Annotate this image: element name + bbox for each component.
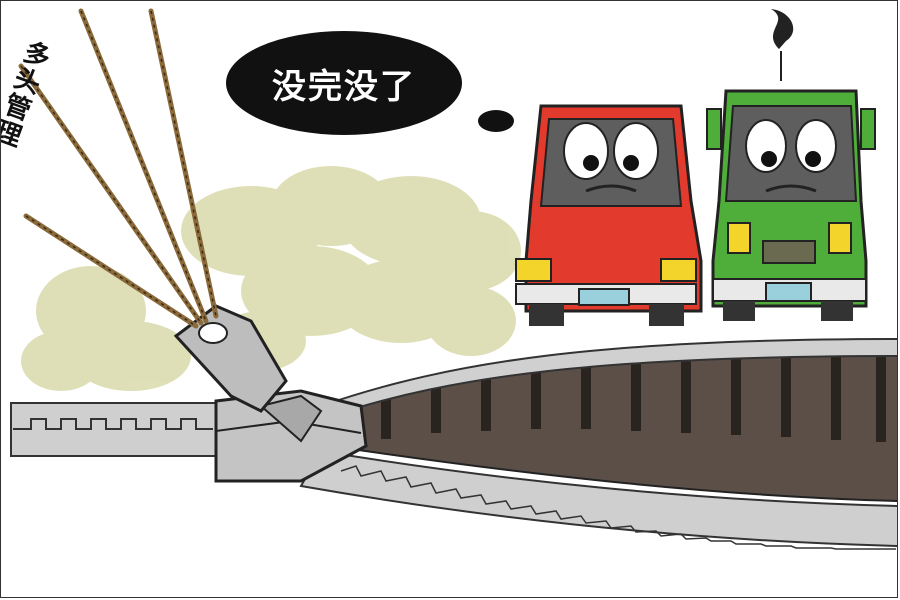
red-car [515,104,703,326]
zipper-slider [214,389,368,483]
steam-puff [771,9,794,49]
zipper-inner-teeth [381,352,886,442]
zipper-tape-upper [319,338,897,418]
speech-bubble-shape [226,31,514,135]
zipper-lower-teeth [340,465,896,550]
ropes [18,8,219,329]
green-car [706,9,876,321]
zipper-tape-left [10,402,217,457]
exhaust-smoke [21,166,521,391]
zipper-tape-lower [299,449,897,547]
speech-bubble-text: 没完没了 [272,66,416,107]
